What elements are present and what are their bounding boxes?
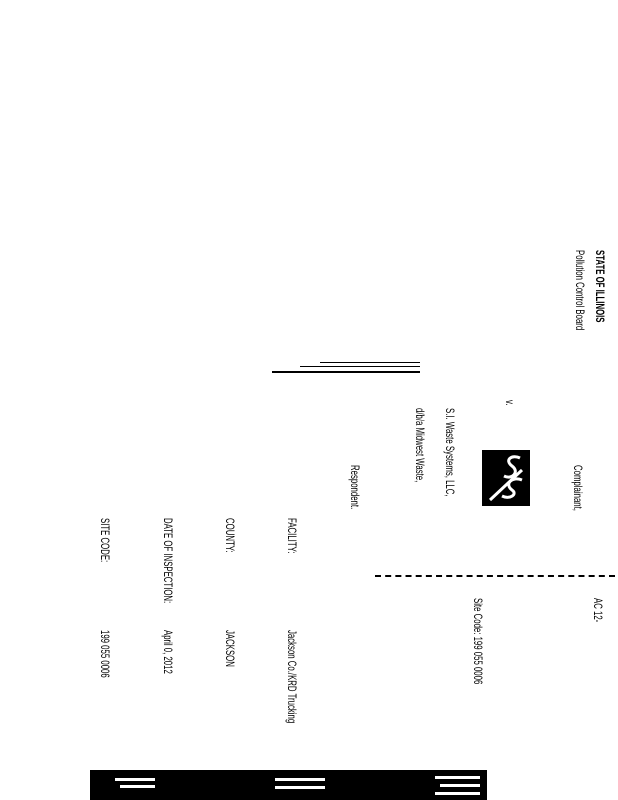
case-number: AC 12- [591, 598, 605, 623]
date-label: DATE OF INSPECTION: [161, 518, 175, 604]
divider-line [375, 575, 615, 577]
site-code-label: SITE CODE: [98, 518, 112, 563]
board-heading: Pollution Control Board [573, 250, 587, 331]
site-code-value: 199 055 0006 [98, 630, 112, 678]
scan-artifact [435, 792, 480, 795]
county-label: COUNTY: [223, 518, 237, 553]
site-code-line: Site Code: 199 055 0006 [471, 598, 485, 685]
county-value: JACKSON [223, 630, 237, 667]
scan-artifact [440, 784, 480, 787]
scan-artifact [120, 785, 155, 788]
facility-value: Jackson Co./KRD Trucking [285, 630, 299, 724]
respondent-name: S.I. Waste Systems, LLC, [443, 408, 457, 497]
complainant-label: Complainant, [571, 465, 585, 511]
scan-edge-bar [90, 770, 487, 800]
handwritten-mark-icon [488, 455, 524, 502]
scan-artifact [275, 778, 325, 781]
respondent-dba: d/b/a Midwest Waste, [413, 408, 427, 483]
state-heading: STATE OF ILLINOIS [593, 250, 607, 323]
versus-label: v. [503, 400, 517, 406]
respondent-label: Respondent. [348, 465, 362, 510]
caption-rule [272, 371, 420, 373]
caption-rule [320, 362, 420, 363]
scan-artifact [275, 786, 325, 789]
signature-stamp [482, 450, 530, 506]
scan-artifact [435, 776, 480, 779]
date-value: April 0, 2012 [161, 630, 175, 674]
scan-artifact [115, 778, 155, 781]
caption-rule [300, 366, 420, 367]
facility-label: FACILITY: [285, 518, 299, 554]
